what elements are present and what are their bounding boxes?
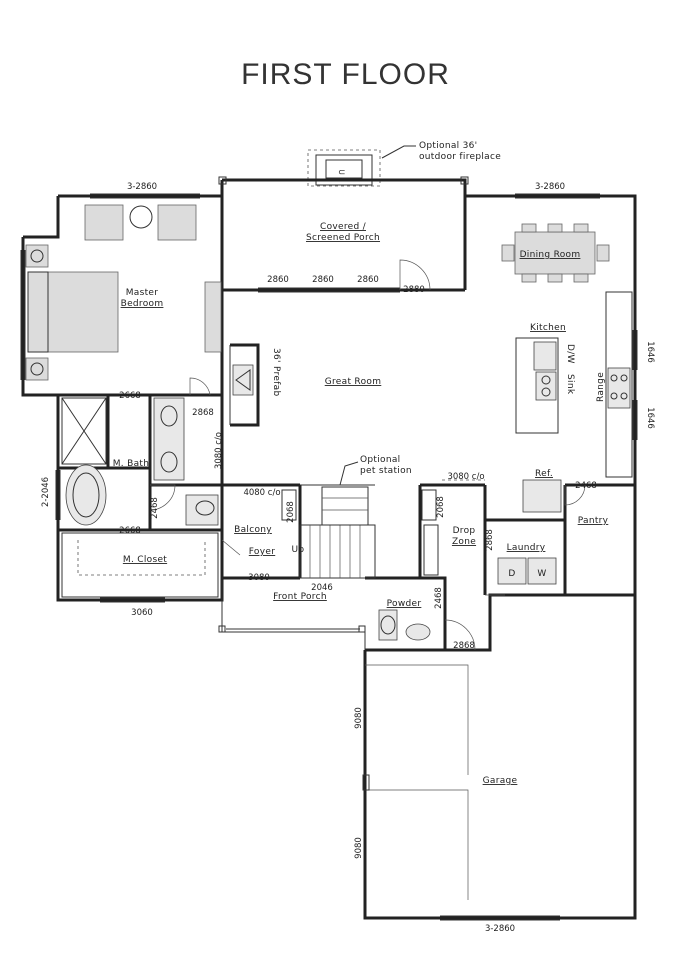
note-prefab-fireplace: 36' Prefab — [271, 348, 281, 397]
room-label-covered-porch: Covered / — [320, 222, 367, 232]
room-label-zone: Zone — [452, 537, 476, 547]
note-dryer: D — [508, 569, 515, 579]
page-title: FIRST FLOOR — [241, 58, 450, 91]
dim-porch-window-3: 2860 — [357, 275, 379, 285]
room-label-pantry: Pantry — [578, 516, 609, 526]
master-bedroom-furniture — [25, 204, 222, 381]
dim-front-window: 2046 — [311, 583, 333, 593]
room-label-bedroom: Bedroom — [121, 299, 164, 309]
dim-1646-bottom: 1646 — [645, 407, 655, 429]
room-label-kitchen: Kitchen — [530, 323, 566, 333]
room-label-laundry: Laundry — [507, 543, 546, 553]
dining-table — [501, 223, 610, 283]
windows — [20, 193, 638, 921]
dim-porch-window-1: 2860 — [267, 275, 289, 285]
dim-bath-door: 2668 — [119, 391, 141, 401]
room-label-great-room: Great Room — [325, 377, 382, 387]
room-label-drop: Drop — [453, 526, 476, 536]
stair-up-label: Up — [292, 545, 305, 555]
exterior-walls — [21, 178, 637, 920]
room-label-dining: Dining Room — [520, 250, 581, 260]
dim-great-room-door: 2868 — [192, 408, 214, 418]
note-range: Range — [596, 372, 606, 402]
garage-doors — [362, 664, 469, 900]
room-label-powder: Powder — [387, 599, 422, 609]
dim-bath-2468: 2468 — [150, 497, 160, 519]
dim-porch-window-2: 2860 — [312, 275, 334, 285]
dim-garage-door-2: 9080 — [354, 837, 364, 859]
note-washer: W — [537, 569, 546, 579]
note-pet-station-1: Optional — [360, 455, 400, 465]
svg-text:⊂: ⊂ — [338, 168, 346, 178]
dim-closet-window: 3060 — [131, 608, 153, 618]
note-outdoor-fireplace-1: Optional 36' — [419, 141, 477, 151]
room-label-screened-porch: Screened Porch — [306, 233, 380, 243]
dim-3080-co-right: 3080 c/o — [447, 472, 484, 482]
room-label-master-bath: M. Bath — [113, 459, 150, 469]
dim-master-windows: 3-2860 — [127, 182, 157, 192]
dim-1646-top: 1646 — [645, 341, 655, 363]
room-label-foyer: Foyer — [249, 547, 275, 557]
dim-2-2046: 2-2046 — [41, 477, 51, 507]
outdoor-fireplace: ⊂ — [307, 145, 416, 187]
dim-closet-door: 2668 — [119, 526, 141, 536]
room-label-garage: Garage — [483, 776, 518, 786]
dim-pantry-door: 2468 — [575, 481, 597, 491]
porch-posts — [218, 176, 469, 650]
note-pet-station-2: pet station — [360, 466, 412, 476]
dim-garage-windows: 3-2860 — [485, 924, 515, 934]
dim-garage-door: 2868 — [453, 641, 475, 651]
dim-porch-door: 2880 — [403, 285, 425, 295]
dim-4080-co: 4080 c/o — [243, 488, 280, 498]
dim-powder-door: 2468 — [434, 587, 444, 609]
note-sink: Sink — [565, 374, 575, 395]
room-label-balcony: Balcony — [234, 525, 272, 535]
utility-fixtures — [378, 524, 557, 641]
dim-drop-zone-door: 2868 — [485, 529, 495, 551]
dim-2068-left: 2068 — [286, 501, 296, 523]
dim-foyer-door: 3080 — [248, 573, 270, 583]
note-outdoor-fireplace-2: outdoor fireplace — [419, 152, 501, 162]
room-label-master-closet: M. Closet — [123, 555, 167, 565]
note-dishwasher: D/W — [565, 344, 575, 364]
dim-2068-right: 2068 — [436, 496, 446, 518]
dim-garage-door-1: 9080 — [354, 707, 364, 729]
stairs — [281, 461, 437, 579]
closet-shelving — [61, 532, 219, 598]
interior-walls — [58, 343, 635, 650]
room-label-front-porch: Front Porch — [273, 592, 327, 602]
dim-dining-windows: 3-2860 — [535, 182, 565, 192]
note-refrigerator: Ref. — [535, 469, 553, 479]
great-room-fireplace — [232, 364, 254, 396]
room-label-master: Master — [126, 288, 159, 298]
dim-3080-co-left: 3080 c/o — [214, 432, 224, 469]
master-bath-fixtures — [61, 397, 219, 526]
kitchen-fixtures — [442, 291, 633, 513]
